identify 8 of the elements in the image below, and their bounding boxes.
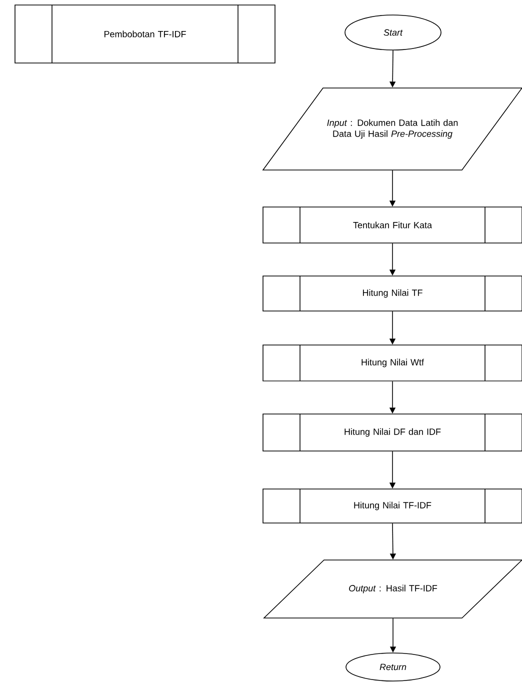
process-box: Hitung Nilai TF-IDF xyxy=(262,488,522,524)
process-box: Hitung Nilai Wtf xyxy=(262,344,522,382)
terminator-oval: Return xyxy=(346,652,440,682)
process-box: Hitung Nilai DF dan IDF xyxy=(262,414,522,452)
process-box: Hitung Nilai TF xyxy=(262,276,522,312)
terminator-oval: Start xyxy=(344,14,442,50)
process-box: Tentukan Fitur Kata xyxy=(262,206,522,244)
process-box: Pembobotan TF-IDF xyxy=(14,4,276,64)
